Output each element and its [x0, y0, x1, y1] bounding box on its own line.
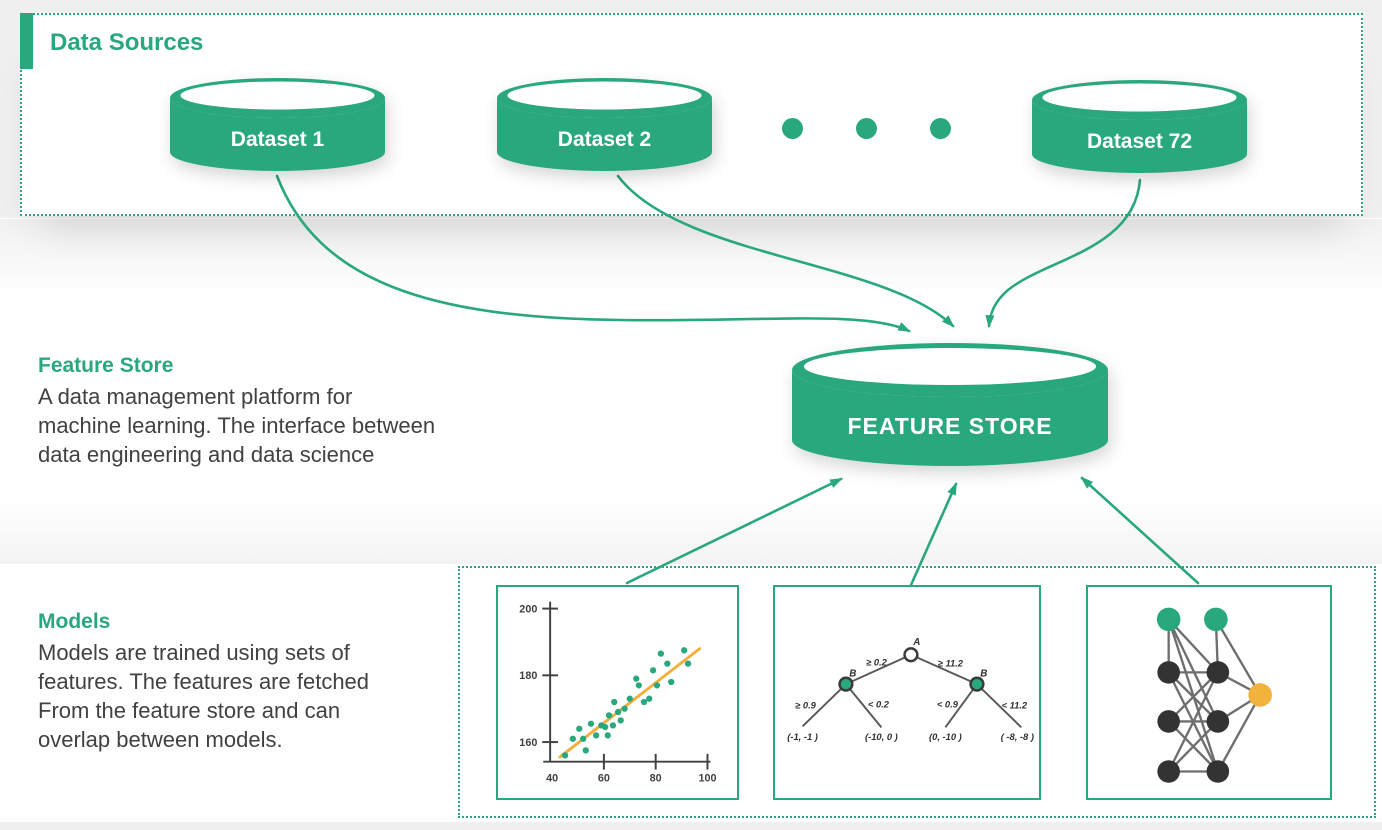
ellipsis-dot [856, 118, 877, 139]
svg-text:200: 200 [519, 604, 537, 616]
svg-text:60: 60 [598, 772, 610, 784]
background-shade-models [0, 494, 1382, 564]
svg-text:≥ 0.9: ≥ 0.9 [795, 701, 817, 711]
feature-store-description: A data management platform for machine l… [38, 384, 436, 467]
accent-bar [20, 13, 33, 69]
ellipsis-dot [782, 118, 803, 139]
svg-text:< 0.2: < 0.2 [868, 700, 890, 710]
svg-text:80: 80 [650, 772, 662, 784]
models-heading: Models [38, 610, 111, 633]
dataset-2-label: Dataset 2 [557, 128, 652, 151]
svg-text:40: 40 [546, 772, 558, 784]
svg-text:A: A [912, 637, 920, 648]
feature-store-cylinder: FEATURE STORE [792, 343, 1108, 468]
decision-tree-model-card: ≥ 0.2 ≥ 11.2 ≥ 0.9 < 0.2 < 0.9 < 11.2 (-1, -1 … [773, 585, 1041, 800]
neural-network [1156, 607, 1272, 783]
svg-text:≥ 11.2: ≥ 11.2 [938, 659, 964, 669]
database-cylinder-icon [1032, 80, 1247, 173]
ellipsis-dot [930, 118, 951, 139]
ellipsis-dots [782, 118, 951, 139]
models-note: Models Models are trained using sets of … [38, 608, 458, 754]
svg-text:< 0.9: < 0.9 [937, 700, 959, 710]
data-sources-title: Data Sources [50, 29, 204, 56]
models-description: Models are trained using sets of feature… [38, 640, 370, 752]
decision-tree: ≥ 0.2 ≥ 11.2 ≥ 0.9 < 0.2 < 0.9 < 11.2 (-1, -1 … [787, 637, 1034, 742]
dataset-1-label: Dataset 1 [230, 128, 325, 151]
feature-store-cylinder-label: FEATURE STORE [847, 413, 1053, 439]
scatter-plot: 160 180 200 40 60 80 100 [519, 601, 716, 784]
database-cylinder-icon [792, 343, 1108, 466]
scatter-model-card: 160 180 200 40 60 80 100 [496, 585, 739, 800]
neural-network-model-card [1086, 585, 1332, 800]
dataset-1-cylinder: Dataset 1 [170, 78, 385, 173]
svg-text:( -8, -8 ): ( -8, -8 ) [1001, 732, 1034, 742]
svg-text:160: 160 [519, 737, 537, 749]
dataset-72-cylinder: Dataset 72 [1032, 80, 1247, 175]
database-cylinder-icon [170, 78, 385, 171]
svg-text:(-10, 0 ): (-10, 0 ) [865, 732, 898, 742]
dataset-72-label: Dataset 72 [1086, 130, 1193, 153]
svg-text:180: 180 [519, 670, 537, 682]
svg-text:(-1, -1 ): (-1, -1 ) [787, 732, 818, 742]
database-cylinder-icon [497, 78, 712, 171]
svg-text:≥ 0.2: ≥ 0.2 [866, 658, 888, 668]
svg-text:B: B [849, 668, 856, 679]
svg-text:< 11.2: < 11.2 [1002, 701, 1028, 711]
dataset-2-cylinder: Dataset 2 [497, 78, 712, 173]
feature-store-note: Feature Store A data management platform… [38, 352, 498, 469]
svg-text:(0, -10 ): (0, -10 ) [929, 732, 962, 742]
feature-store-heading: Feature Store [38, 354, 174, 377]
background-shade-top [0, 219, 1382, 297]
svg-text:B: B [980, 668, 987, 679]
svg-text:100: 100 [698, 772, 716, 784]
